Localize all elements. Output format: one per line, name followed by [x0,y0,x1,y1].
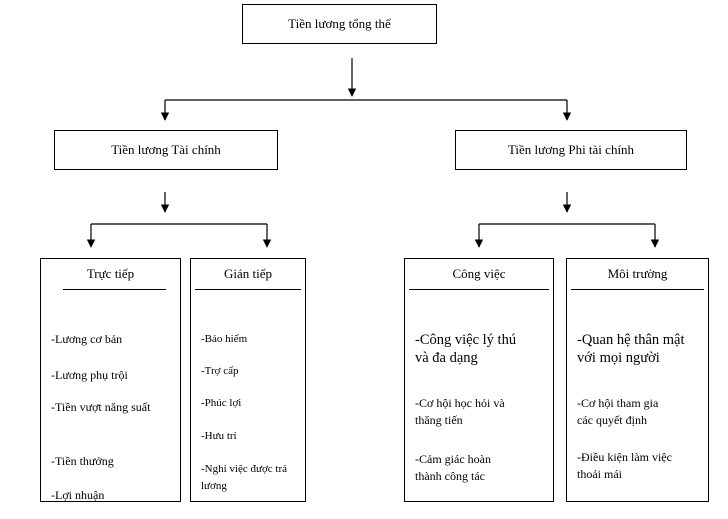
environment-column-divider [571,289,704,290]
work-column-heading: Công việc [452,266,506,281]
indirect-item-paid-leave: -Nghỉ việc được trả lương [201,463,287,492]
environment-item-comfortable-conditions: -Điều kiện làm việc thoải mái [577,450,672,481]
environment-column: Môi trường -Quan hệ thân mật với mọi ngư… [566,258,709,502]
financial-node-label: Tiền lương Tài chính [111,142,221,157]
direct-item-profit: -Lợi nhuận [51,488,105,502]
financial-node: Tiền lương Tài chính [54,130,278,170]
direct-item-bonus: -Tiền thưởng [51,454,114,468]
indirect-column-divider [195,289,301,290]
direct-item-productivity-bonus: -Tiền vượt năng suất [51,400,151,414]
indirect-column-heading: Gián tiếp [223,266,272,281]
direct-column-divider [63,289,166,290]
root-node: Tiền lương tổng thể [242,4,437,44]
work-column: Công việc -Công việc lý thú và đa dạng -… [404,258,554,502]
work-item-interesting-work: -Công việc lý thú và đa dạng [415,332,517,366]
direct-item-overtime-pay: -Lương phụ trội [51,368,128,382]
work-item-sense-of-achievement: -Cảm giác hoàn thành công tác [415,452,491,483]
direct-item-base-salary: -Lương cơ bản [51,332,123,346]
environment-column-heading: Môi trường [607,266,668,281]
nonfinancial-node: Tiền lương Phi tài chính [455,130,687,170]
indirect-item-insurance: -Bảo hiểm [201,333,248,345]
indirect-item-welfare: -Phúc lợi [201,397,242,409]
nonfinancial-node-label: Tiền lương Phi tài chính [507,142,635,157]
environment-item-decision-participation: -Cơ hội tham gia các quyết định [577,396,659,427]
direct-column: Trực tiếp -Lương cơ bản -Lương phụ trội … [40,258,181,502]
environment-item-relationships: -Quan hệ thân mật với mọi người [577,332,685,366]
direct-column-heading: Trực tiếp [86,266,135,281]
indirect-item-pension: -Hưu trí [201,430,237,442]
work-column-divider [409,289,549,290]
indirect-item-allowance: -Trợ cấp [201,365,239,377]
work-item-learning-opportunity: -Cơ hội học hỏi và thăng tiến [415,396,505,427]
indirect-column: Gián tiếp -Bảo hiểm -Trợ cấp -Phúc lợi -… [190,258,306,502]
root-node-label: Tiền lương tổng thể [288,16,391,31]
